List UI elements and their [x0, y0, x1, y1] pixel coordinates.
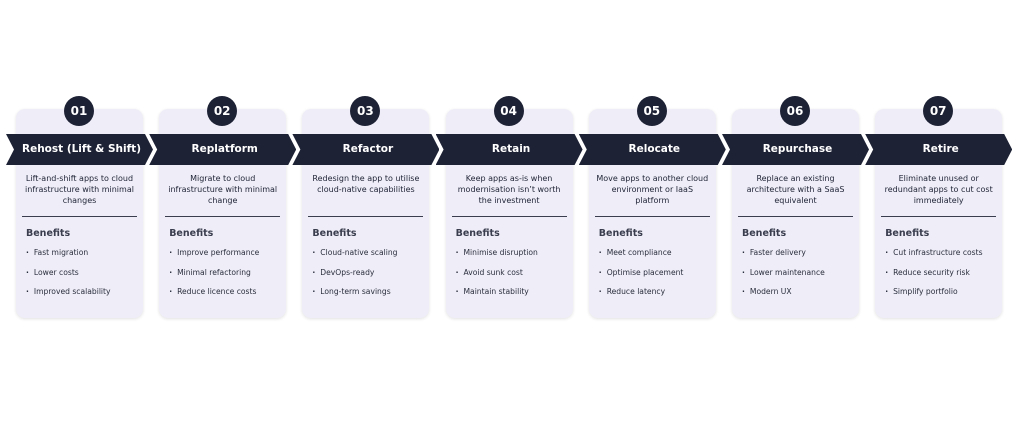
strategy-description: Move apps to another cloud environment o… [596, 174, 709, 205]
benefits-heading: Benefits [312, 228, 357, 239]
benefits-list: Fast migrationLower costsImproved scalab… [26, 248, 111, 307]
benefit-item: Meet compliance [599, 248, 684, 268]
divider [308, 216, 424, 217]
benefit-item: Simplify portfolio [885, 287, 982, 307]
strategy-column: 07 Retire Eliminate unused or redundant … [865, 0, 1013, 431]
benefit-item: Long-term savings [312, 287, 397, 307]
strategy-column: 01 Rehost (Lift & Shift) Lift-and-shift … [6, 0, 153, 431]
benefit-item: DevOps-ready [312, 268, 397, 288]
benefit-item: Optimise placement [599, 268, 684, 288]
benefit-item: Lower costs [26, 268, 111, 288]
divider [881, 216, 997, 217]
strategy-title-banner: Rehost (Lift & Shift) [6, 134, 153, 165]
benefit-item: Cloud-native scaling [312, 248, 397, 268]
strategy-description: Lift-and-shift apps to cloud infrastruct… [25, 174, 134, 205]
strategy-title-banner: Replatform [149, 134, 297, 165]
benefits-heading: Benefits [26, 228, 71, 239]
benefit-item: Reduce licence costs [169, 287, 259, 307]
benefits-list: Cut infrastructure costsReduce security … [885, 248, 982, 307]
strategy-title-banner: Refactor [292, 134, 440, 165]
strategy-title: Retire [922, 143, 959, 155]
strategy-description: Eliminate unused or redundant apps to cu… [884, 174, 993, 205]
strategy-description: Keep apps as-is when modernisation isn’t… [457, 174, 561, 205]
benefits-heading: Benefits [455, 228, 500, 239]
divider [22, 216, 137, 217]
divider [451, 216, 567, 217]
strategy-column: 02 Replatform Migrate to cloud infrastru… [149, 0, 297, 431]
benefit-item: Modern UX [742, 287, 825, 307]
strategy-title: Replatform [191, 143, 258, 155]
benefits-list: Meet complianceOptimise placementReduce … [599, 248, 684, 307]
strategy-column: 06 Repurchase Replace an existing archit… [722, 0, 869, 431]
step-number-badge: 05 [636, 96, 667, 126]
benefit-item: Reduce security risk [885, 268, 982, 288]
strategy-description: Redesign the app to utilise cloud-native… [312, 174, 420, 194]
strategy-description: Replace an existing architecture with a … [746, 174, 845, 205]
step-number-badge: 06 [780, 96, 810, 126]
step-number-badge: 03 [350, 96, 381, 126]
benefit-item: Avoid sunk cost [456, 268, 538, 288]
benefits-list: Faster deliveryLower maintenanceModern U… [742, 248, 825, 307]
benefits-heading: Benefits [885, 228, 930, 239]
benefit-item: Minimal refactoring [169, 268, 259, 288]
strategy-title-banner: Retain [435, 134, 583, 165]
strategy-title: Relocate [628, 143, 681, 155]
benefits-list: Improve performanceMinimal refactoringRe… [169, 248, 259, 307]
strategy-title-banner: Retire [865, 134, 1013, 165]
divider [594, 216, 710, 217]
divider [165, 216, 281, 217]
benefit-item: Fast migration [26, 248, 111, 268]
strategy-column: 04 Retain Keep apps as-is when modernisa… [435, 0, 583, 431]
benefit-item: Reduce latency [599, 287, 684, 307]
step-number-badge: 04 [493, 96, 524, 126]
benefit-item: Maintain stability [456, 287, 538, 307]
benefits-heading: Benefits [742, 228, 787, 239]
benefit-item: Faster delivery [742, 248, 825, 268]
step-number-badge: 01 [64, 96, 94, 126]
strategy-title: Retain [491, 143, 531, 155]
divider [738, 216, 853, 217]
strategy-title: Repurchase [762, 143, 833, 155]
strategy-title: Refactor [342, 143, 394, 155]
strategy-column: 03 Refactor Redesign the app to utilise … [292, 0, 440, 431]
benefits-list: Cloud-native scalingDevOps-readyLong-ter… [312, 248, 397, 307]
step-number-badge: 07 [923, 96, 954, 126]
benefit-item: Improve performance [169, 248, 259, 268]
benefits-heading: Benefits [598, 228, 643, 239]
strategy-title-banner: Relocate [578, 134, 726, 165]
step-number-badge: 02 [207, 96, 238, 126]
benefit-item: Lower maintenance [742, 268, 825, 288]
benefit-item: Improved scalability [26, 287, 111, 307]
benefit-item: Minimise disruption [456, 248, 537, 268]
strategy-column: 05 Relocate Move apps to another cloud e… [578, 0, 726, 431]
strategy-description: Migrate to cloud infrastructure with min… [168, 174, 278, 205]
benefits-heading: Benefits [169, 228, 214, 239]
benefits-list: Minimise disruptionAvoid sunk costMainta… [456, 248, 538, 307]
benefit-item: Cut infrastructure costs [885, 248, 982, 268]
strategy-title-banner: Repurchase [722, 134, 869, 165]
strategy-title: Rehost (Lift & Shift) [22, 143, 141, 155]
